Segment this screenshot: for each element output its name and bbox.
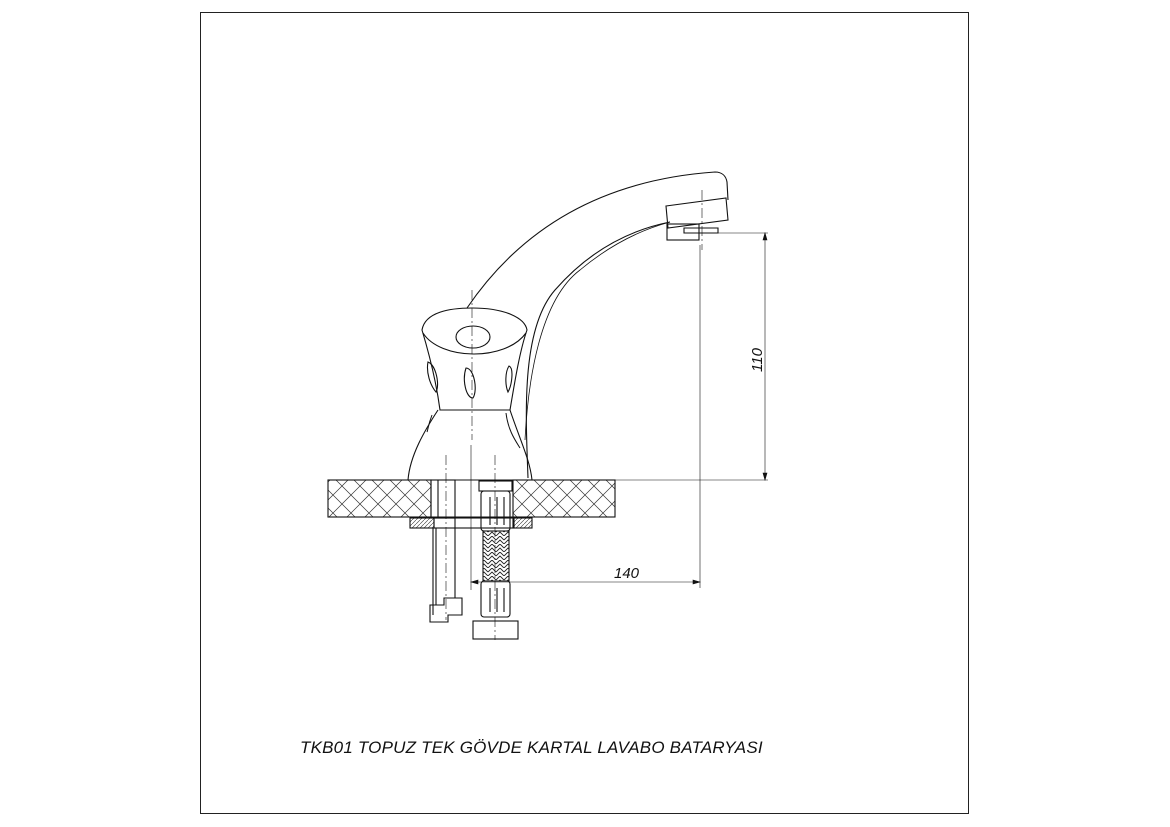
dimension-lines	[469, 231, 768, 590]
drawing-frame	[200, 12, 969, 814]
faucet-body	[407, 409, 533, 481]
washer-left	[409, 517, 435, 529]
counter-slab	[327, 479, 616, 518]
flexible-hose-right	[472, 480, 519, 640]
aerator	[666, 223, 700, 241]
handle-knob	[421, 307, 528, 411]
supply-pipe-left	[429, 479, 463, 623]
dimension-height-label: 110	[749, 347, 766, 372]
dimension-reach-label: 140	[614, 565, 640, 582]
drawing-title: TKB01 TOPUZ TEK GÖVDE KARTAL LAVABO BATA…	[300, 738, 763, 757]
washer-right	[512, 517, 533, 529]
spout	[466, 171, 729, 479]
